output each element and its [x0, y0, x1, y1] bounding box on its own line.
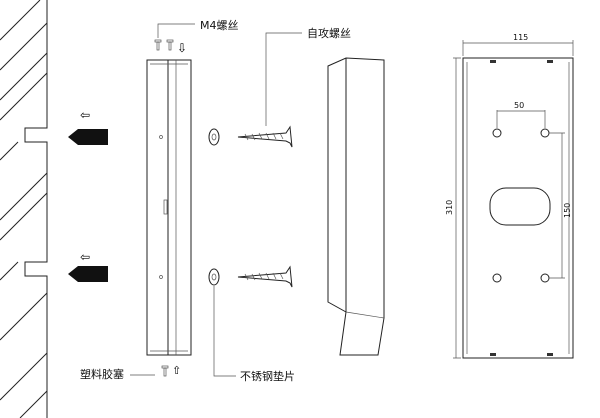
hole-spacing-horizontal: 50 — [514, 101, 524, 110]
self-tapping-screw-label: 自攻螺丝 — [307, 26, 351, 40]
width-dimension: 115 — [513, 33, 528, 42]
anchor-icon — [68, 129, 108, 145]
unit-side-profile — [327, 57, 385, 356]
mounting-plate-side — [146, 59, 192, 356]
m4-screw-label: M4螺丝 — [200, 19, 239, 32]
arrow-left-icon: ⇦ — [80, 108, 90, 122]
screw-icon — [154, 39, 174, 51]
arrow-left-icon: ⇦ — [80, 250, 90, 264]
unit-front-view — [462, 57, 574, 359]
anchor-icon — [68, 266, 108, 282]
screw-icon — [237, 265, 293, 288]
washer-icon — [208, 268, 220, 286]
arrow-up-icon: ⇧ — [172, 364, 181, 377]
wall — [0, 0, 48, 418]
washer-icon — [208, 128, 220, 146]
plastic-anchor-label: 塑料胶塞 — [80, 367, 124, 381]
height-dimension: 310 — [445, 200, 454, 215]
stainless-washer-label: 不锈钢垫片 — [240, 369, 295, 383]
screw-icon — [161, 365, 169, 377]
hole-spacing-vertical: 150 — [563, 203, 572, 218]
screw-icon — [237, 125, 293, 148]
arrow-down-icon: ⇩ — [177, 41, 187, 55]
